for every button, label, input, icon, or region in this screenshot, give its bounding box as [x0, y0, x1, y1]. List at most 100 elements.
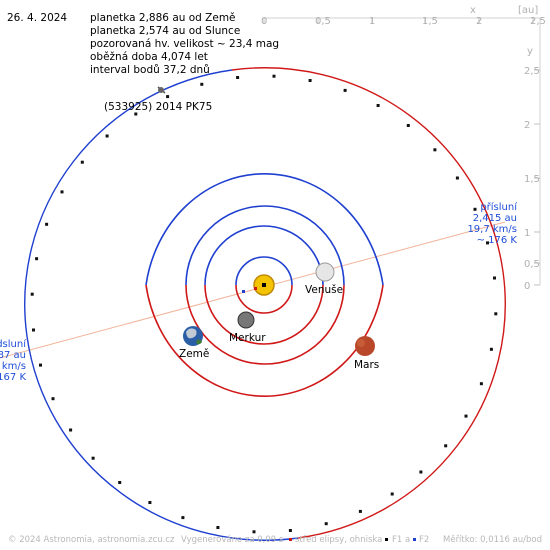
- orbit-position-dot: [181, 516, 185, 520]
- orbit-position-dot: [376, 104, 380, 107]
- orbit-position-dot: [473, 207, 477, 211]
- orbit-position-dot: [272, 74, 276, 78]
- axes: 0 0,5 1 1,5 2 2,5 2,5 2 1,5 1 0,5 0 x [au] y: [261, 5, 546, 292]
- asteroid-orbit-blue: [23, 69, 299, 541]
- orbit-position-dot: [91, 456, 95, 460]
- legend-f2-mark: [413, 538, 416, 541]
- orbit-position-dot: [444, 444, 448, 448]
- orbit-position-dot: [60, 190, 64, 194]
- earth-orbit: [185, 205, 345, 286]
- orbit-position-dot: [216, 526, 220, 529]
- y-tick-label: 0,5: [524, 259, 540, 270]
- orbit-position-dot: [486, 241, 489, 245]
- y-tick-label: 1,5: [524, 174, 540, 185]
- focus-f1-mark: [254, 287, 257, 290]
- x-tick-label: 0,5: [315, 16, 331, 27]
- orbit-position-dot: [166, 95, 170, 99]
- mercury-icon: [237, 311, 255, 329]
- venus-orbit-lower: [204, 284, 324, 345]
- planet-orbits: [145, 173, 384, 397]
- mercury-orbit-lower: [235, 284, 293, 314]
- orbit-position-dot: [494, 312, 498, 316]
- y-tick-label: 2: [524, 120, 530, 131]
- earth-label: Země: [179, 348, 209, 360]
- info-magnitude: pozorovaná hv. velikost ~ 23,4 mag: [90, 38, 280, 50]
- date-label: 26. 4. 2024: [7, 12, 68, 24]
- venus-label: Venuše: [305, 284, 343, 296]
- orbit-position-dot: [105, 134, 109, 138]
- legend-center-mark: [289, 538, 292, 541]
- orbit-position-dot: [493, 276, 496, 280]
- orbit-position-dot: [358, 509, 362, 513]
- earth-icon: [183, 326, 203, 346]
- orbit-position-dot: [32, 328, 35, 332]
- orbit-position-dot: [455, 176, 459, 180]
- y-tick-label: 1: [524, 228, 530, 239]
- y-axis-label: y: [527, 46, 533, 57]
- perihelion-label: přísluní 2,415 au 19,7 km/s ~ 176 K: [467, 202, 517, 246]
- orbit-position-dot: [464, 414, 468, 418]
- info-distance-earth: planetka 2,886 au od Země: [90, 12, 236, 24]
- asteroid-icon: [157, 86, 166, 94]
- orbit-position-dot: [35, 257, 39, 261]
- venus-orbit: [204, 225, 324, 286]
- orbit-position-dot: [479, 382, 483, 386]
- orbit-position-dot: [118, 481, 122, 484]
- footer-generated: Vygenerováno za 0,09 s: [181, 535, 284, 545]
- x-tick-label: 1,5: [422, 16, 438, 27]
- info-period: oběžná doba 4,074 let: [90, 51, 208, 63]
- x-axis-label: x: [470, 5, 476, 16]
- orbit-position-dot: [30, 292, 34, 296]
- orbit-position-dot: [406, 124, 410, 127]
- legend-f1-mark: [385, 538, 388, 541]
- orbit-position-dot: [308, 79, 312, 82]
- ellipse-center-mark: [242, 290, 245, 293]
- orbit-position-dot: [69, 428, 73, 432]
- x-tick-label: 1: [369, 16, 375, 27]
- orbit-position-dot: [343, 88, 347, 92]
- mars-icon: [355, 336, 375, 356]
- asteroid-orbit-red: [231, 67, 507, 539]
- orbit-position-dot: [200, 82, 204, 86]
- orbit-position-dot: [80, 160, 84, 164]
- orbit-position-dot: [51, 397, 55, 401]
- orbit-position-dot: [45, 222, 49, 226]
- orbit-position-dot: [252, 530, 256, 534]
- footer-scale: Měřítko: 0,0116 au/bod: [443, 535, 543, 545]
- axis-unit: [au]: [518, 5, 538, 16]
- info-interval: interval bodů 37,2 dnů: [90, 64, 210, 76]
- sun-icon: [253, 274, 275, 296]
- orbit-position-dot: [419, 470, 423, 474]
- x-tick-label: 2: [476, 16, 482, 27]
- mars-orbit: [145, 173, 384, 286]
- orbit-position-dot: [39, 363, 42, 367]
- y-tick-label: 2,5: [524, 66, 540, 77]
- orbit-position-dot: [324, 522, 328, 526]
- asteroid-label: (533925) 2014 PK75: [104, 101, 212, 113]
- apse-line: [0, 221, 506, 359]
- venus-icon: [315, 262, 335, 282]
- asteroid-position-marks: [30, 74, 498, 534]
- orbit-position-dot: [489, 347, 493, 351]
- footer-legend-center: střed elipsy, ohniska: [295, 535, 383, 545]
- orbit-position-dot: [236, 76, 240, 79]
- orbit-position-dot: [148, 501, 152, 504]
- mars-label: Mars: [354, 359, 379, 371]
- footer-legend-f2: F2: [419, 535, 430, 545]
- aphelion-label: odsluní 87 au 7 km/s 167 K: [0, 339, 26, 383]
- x-tick-label: 2,5: [530, 16, 546, 27]
- mercury-orbit: [235, 256, 293, 286]
- mercury-label: Merkur: [229, 332, 266, 344]
- footer-legend-f1: F1 a: [392, 535, 411, 545]
- footer-copyright: © 2024 Astronomia, astronomia.zcu.cz: [8, 535, 175, 545]
- orbit-position-dot: [134, 112, 138, 116]
- orbit-position-dot: [433, 148, 437, 152]
- info-block: planetka 2,886 au od Země planetka 2,574…: [90, 12, 279, 77]
- y-tick-label: 0: [524, 281, 530, 292]
- orbit-position-dot: [288, 529, 292, 532]
- earth-orbit-lower: [185, 284, 345, 365]
- x-tick-label: 0: [261, 16, 267, 27]
- info-distance-sun: planetka 2,574 au od Slunce: [90, 25, 241, 37]
- asteroid-orbit: [23, 67, 507, 541]
- orbit-position-dot: [390, 492, 394, 496]
